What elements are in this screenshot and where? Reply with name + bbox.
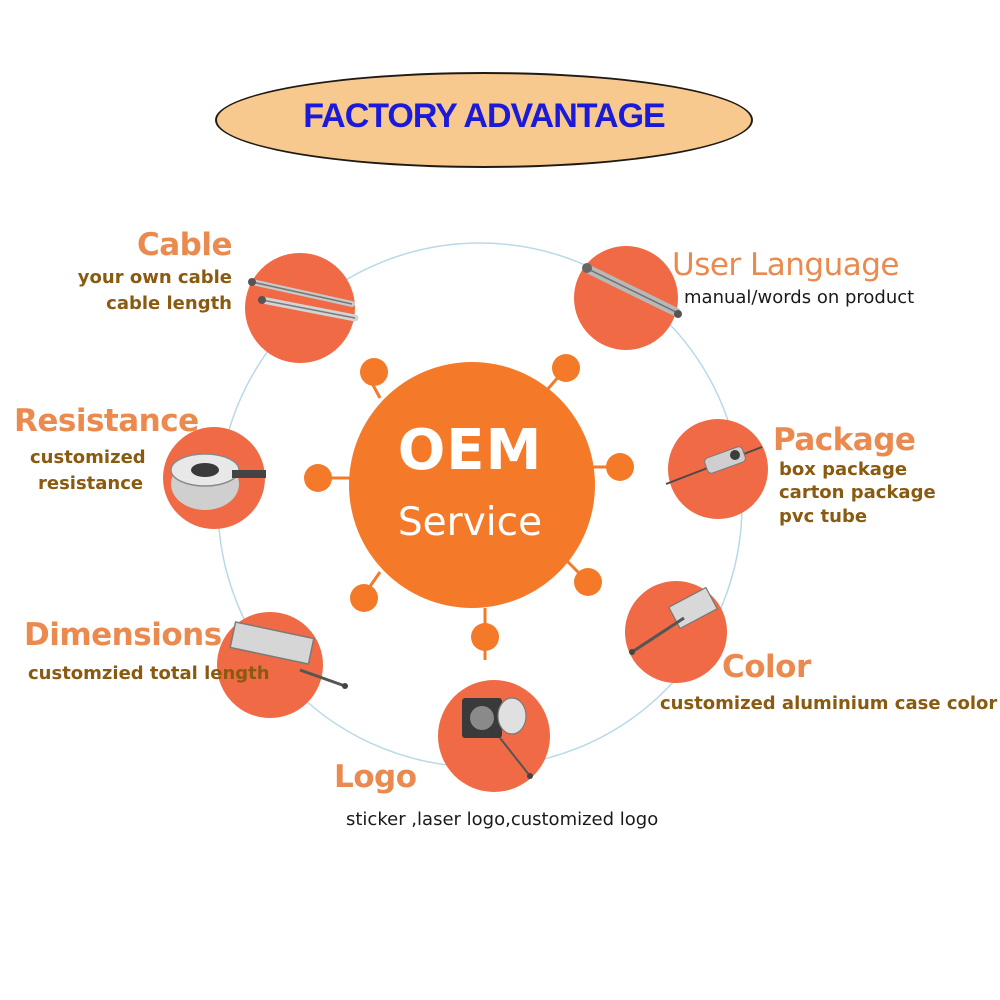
dimensions-desc: customzied total length — [28, 663, 270, 684]
spring-sensor-icon — [629, 586, 718, 655]
box-linear-sensor-icon — [229, 621, 348, 689]
logo-title: Logo — [334, 759, 417, 795]
user-language-label: User Language manual/words on product — [672, 250, 914, 311]
cable-title: Cable — [136, 227, 233, 263]
oem-subtitle: Service — [397, 500, 543, 545]
package-desc-3: pvc tube — [779, 505, 868, 527]
draw-wire-sensor-icon — [462, 697, 533, 779]
user-language-title: User Language — [672, 247, 900, 283]
cable-desc-2: cable length — [106, 292, 232, 314]
header-banner: FACTORY ADVANTAGE — [215, 72, 753, 168]
oem-center-circle — [349, 362, 595, 608]
color-label: Color customized aluminium case color — [660, 652, 997, 717]
resistance-bubble — [163, 427, 266, 529]
resistance-label: Resistance customized resistance — [14, 406, 199, 496]
resistance-title: Resistance — [14, 403, 199, 439]
cable-desc-1: your own cable — [77, 267, 232, 288]
oem-title: OEM — [397, 418, 543, 483]
user-language-desc: manual/words on product — [684, 287, 915, 308]
package-bubble — [665, 419, 768, 519]
small-rod-sensor-icon — [665, 446, 763, 485]
resistance-desc-2: resistance — [38, 472, 144, 494]
package-title: Package — [773, 422, 916, 458]
rotary-sensor-icon — [170, 453, 266, 510]
color-bubble — [625, 581, 727, 683]
logo-desc: sticker ,laser logo,customized logo — [346, 809, 659, 830]
package-desc-1: box package — [779, 459, 908, 480]
dimensions-bubble — [217, 612, 348, 718]
resistance-desc-1: customized — [30, 447, 146, 468]
cable-label: Cable your own cable cable length — [60, 227, 233, 316]
logo-bubble — [438, 680, 550, 792]
header-title: FACTORY ADVANTAGE — [303, 96, 665, 135]
cable-bubble — [245, 253, 359, 363]
logo-label: Logo sticker ,laser logo,customized logo — [334, 762, 658, 833]
package-desc-2: carton package — [779, 482, 936, 504]
package-label: Package box package carton package pvc t… — [773, 425, 936, 528]
linear-sensor-rods-icon — [248, 278, 359, 322]
spoke-dots — [304, 354, 634, 651]
user-language-bubble — [574, 246, 682, 350]
color-title: Color — [722, 649, 811, 685]
dimensions-title: Dimensions — [24, 617, 222, 653]
rod-sensor-icon — [582, 263, 682, 318]
color-desc: customized aluminium case color — [660, 693, 998, 714]
dimensions-label: Dimensions customzied total length — [24, 620, 270, 687]
